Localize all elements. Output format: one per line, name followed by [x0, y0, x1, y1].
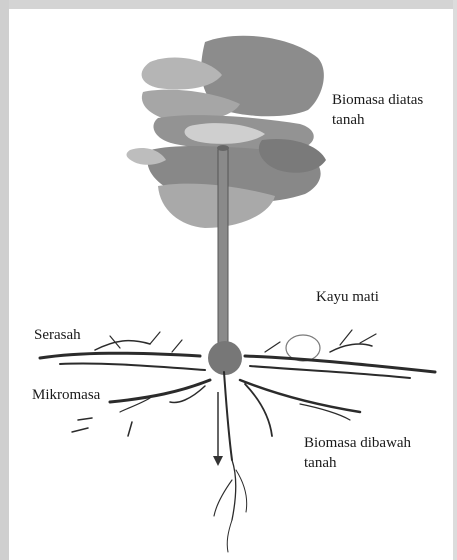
label-biomasa-dibawah-tanah: Biomasa dibawah tanah: [304, 433, 411, 473]
label-serasah: Serasah: [34, 325, 81, 345]
tree-trunk: [217, 145, 229, 350]
dead-wood-log: [286, 335, 320, 361]
label-mikromasa: Mikromasa: [32, 385, 100, 405]
label-kayu-mati: Kayu mati: [316, 287, 379, 307]
downward-arrow: [213, 392, 223, 466]
root-ball: [208, 341, 242, 375]
label-biomasa-diatas-tanah: Biomasa diatas tanah: [332, 90, 423, 130]
